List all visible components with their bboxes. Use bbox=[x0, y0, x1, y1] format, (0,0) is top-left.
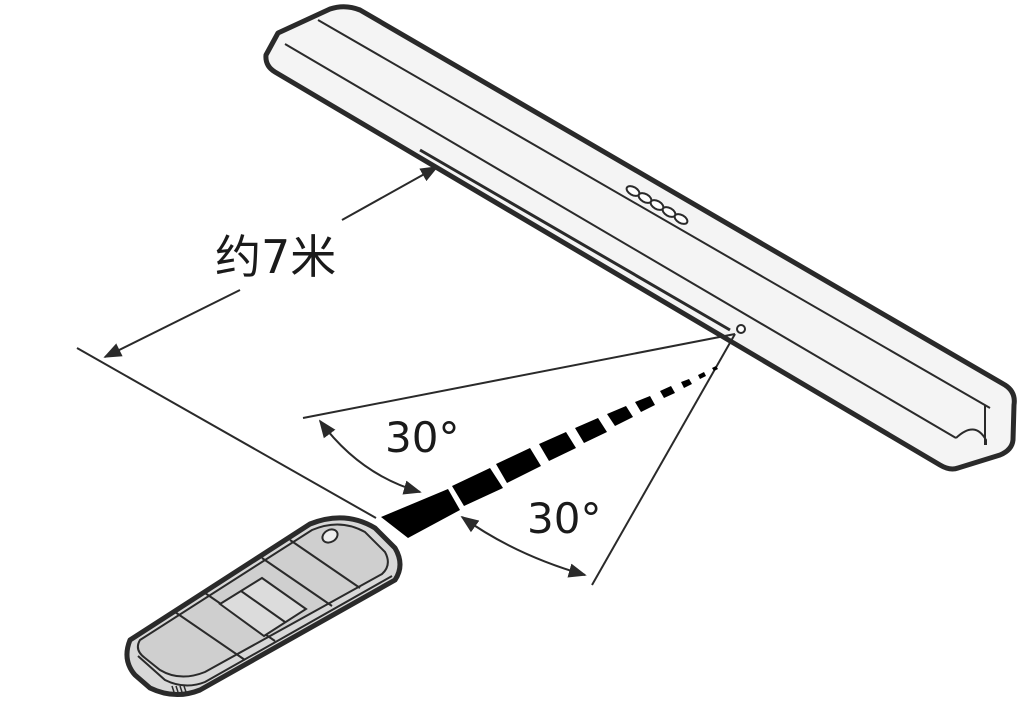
angle-arc-lower bbox=[460, 515, 587, 578]
remote-side-edge bbox=[137, 575, 393, 687]
angle-upper-label: 30° bbox=[385, 413, 459, 462]
angle-rays bbox=[302, 333, 736, 586]
remote-power-button bbox=[321, 528, 339, 544]
soundbar-indicator-leds bbox=[625, 185, 689, 225]
soundbar-body bbox=[263, 4, 1017, 472]
remote-divider bbox=[174, 611, 246, 661]
remote-dpad-line bbox=[240, 590, 286, 623]
angle-arc-upper bbox=[318, 419, 422, 495]
distance-dimension bbox=[76, 166, 439, 519]
soundbar-top-edge bbox=[317, 19, 991, 409]
soundbar-front-edge bbox=[284, 43, 957, 439]
remote-divider bbox=[289, 539, 361, 589]
remote-control bbox=[124, 515, 403, 697]
angle-lower-label: 30° bbox=[527, 494, 601, 543]
soundbar-front-seam bbox=[419, 148, 731, 332]
ir-sensor bbox=[736, 324, 746, 334]
remote-divider bbox=[261, 557, 333, 607]
soundbar bbox=[263, 4, 1017, 472]
distance-label: 约7米 bbox=[215, 230, 336, 284]
ir-beam bbox=[381, 366, 718, 538]
remote-grip-lines bbox=[171, 685, 187, 693]
